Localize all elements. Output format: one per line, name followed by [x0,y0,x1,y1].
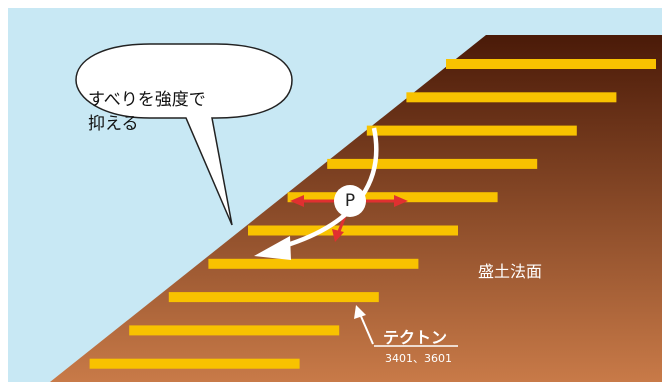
callout-line-2: 抑える [88,114,139,134]
reinforcement-layer [129,325,340,336]
product-pointer-arrowhead [354,305,366,319]
reinforcement-layer [406,92,617,103]
product-codes: 3401、3601 [385,352,452,365]
reinforcement-layer [327,158,538,169]
reinforcement-layer [248,225,458,236]
speech-bubble [75,43,293,226]
point-p-marker [334,185,366,217]
reinforcement-layer [446,59,656,69]
force-arrowhead-right [394,195,408,207]
product-name: テクトン [383,328,448,347]
reinforcement-layer [208,258,419,269]
product-pointer-arrow [359,313,374,345]
slip-arrowhead [254,236,291,260]
reinforcement-layer [168,292,379,303]
reinforcement-layer [366,125,577,136]
callout-line-1: すべりを強度で [88,90,206,110]
reinforcement-layer [287,192,498,203]
point-label: P [344,191,356,211]
force-arrowhead-down [332,229,344,242]
slope-label: 盛土法面 [478,262,543,281]
callout-text: すべりを強度で 抑える [88,88,258,136]
reinforcement-layers [89,59,656,369]
reinforcement-layer [89,358,300,369]
force-arrowhead-left [290,195,304,207]
